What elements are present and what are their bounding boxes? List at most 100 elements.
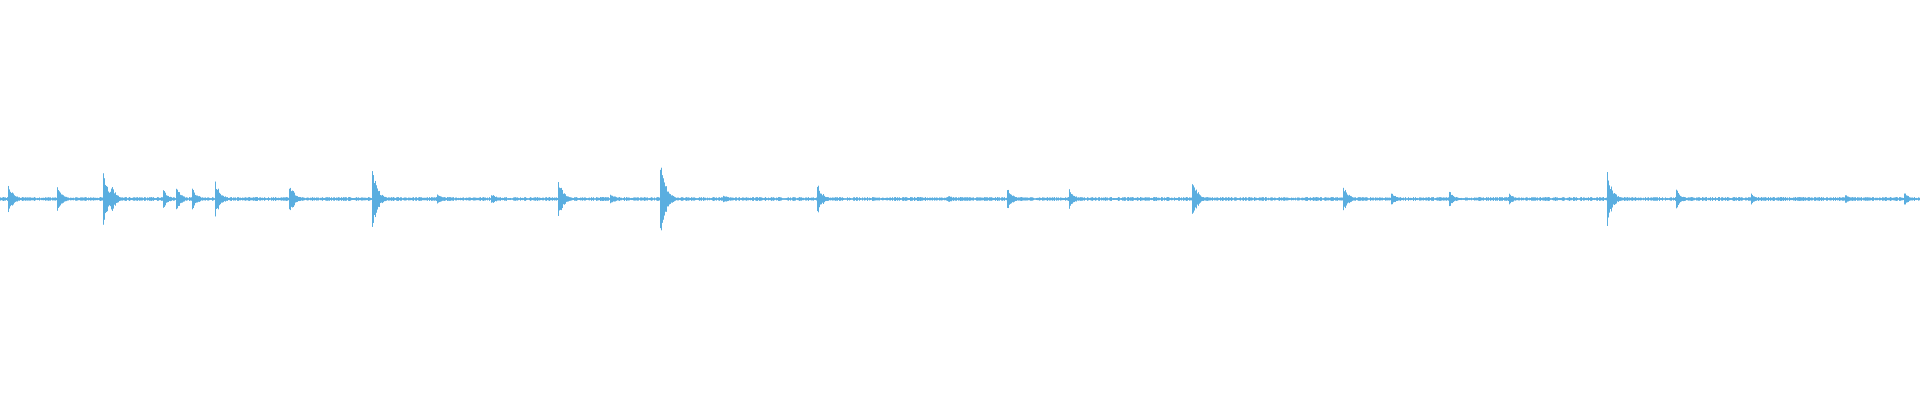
waveform-sample <box>304 197 305 201</box>
waveform-sample <box>1569 197 1570 201</box>
waveform-sample <box>777 197 778 201</box>
waveform-sample <box>1451 194 1452 204</box>
waveform-sample <box>1510 194 1511 204</box>
waveform-sample <box>1319 197 1320 201</box>
waveform-sample <box>4 197 5 201</box>
waveform-sample <box>816 197 817 201</box>
waveform-sample <box>1656 197 1657 201</box>
waveform-sample <box>1638 197 1639 201</box>
waveform-sample <box>1213 198 1214 200</box>
waveform-sample <box>1402 197 1403 201</box>
waveform-sample <box>1067 197 1068 201</box>
waveform-sample <box>216 189 217 209</box>
waveform-sample <box>1685 197 1686 201</box>
waveform-sample <box>568 196 569 202</box>
waveform-sample <box>221 195 222 203</box>
waveform-sample <box>1329 197 1330 201</box>
waveform-sample <box>678 197 679 201</box>
waveform-sample <box>47 197 48 201</box>
waveform-sample <box>76 197 77 201</box>
waveform-sample <box>514 197 515 201</box>
waveform-sample <box>544 198 545 200</box>
waveform-sample <box>24 197 25 201</box>
waveform-sample <box>1446 197 1447 201</box>
waveform-sample <box>1434 198 1435 200</box>
waveform-sample <box>1222 197 1223 201</box>
waveform-sample <box>1511 196 1512 202</box>
waveform-sample <box>1302 197 1303 201</box>
waveform-sample <box>1269 198 1270 200</box>
waveform-sample <box>1235 197 1236 201</box>
waveform-sample <box>1004 197 1005 201</box>
waveform-sample <box>1176 197 1177 201</box>
waveform-sample <box>1063 197 1064 201</box>
waveform-sample <box>936 197 937 201</box>
waveform-sample <box>1504 197 1505 201</box>
waveform-sample <box>289 188 290 210</box>
waveform-sample <box>1107 197 1108 201</box>
waveform-sample <box>445 197 446 201</box>
waveform-sample <box>5 197 6 201</box>
waveform-sample <box>151 197 152 201</box>
waveform-sample <box>1591 197 1592 201</box>
waveform-sample <box>853 197 854 201</box>
waveform-sample <box>1906 195 1907 203</box>
waveform-sample <box>1480 197 1481 201</box>
waveform-sample <box>1742 197 1743 201</box>
waveform-sample <box>135 197 136 201</box>
waveform-sample <box>586 197 587 201</box>
waveform-sample <box>585 197 586 201</box>
waveform-sample <box>1394 196 1395 202</box>
waveform-sample <box>86 197 87 201</box>
waveform-sample <box>790 197 791 201</box>
waveform-sample <box>463 197 464 201</box>
waveform-sample <box>739 197 740 201</box>
waveform-sample <box>1695 198 1696 200</box>
waveform-sample <box>1241 198 1242 200</box>
waveform-sample <box>1671 197 1672 201</box>
waveform-sample <box>1905 193 1906 205</box>
waveform-sample <box>590 198 591 200</box>
waveform-sample <box>292 190 293 208</box>
waveform-sample <box>822 195 823 203</box>
waveform-sample <box>1600 197 1601 201</box>
waveform-sample <box>311 197 312 201</box>
waveform-sample <box>1338 197 1339 201</box>
waveform-sample <box>969 197 970 201</box>
waveform-sample <box>442 197 443 201</box>
waveform-sample <box>152 197 153 201</box>
waveform-sample <box>711 198 712 200</box>
waveform-sample <box>1712 197 1713 201</box>
waveform-sample <box>363 197 364 201</box>
waveform-sample <box>645 197 646 201</box>
waveform-sample <box>653 198 654 200</box>
waveform-sample <box>395 198 396 200</box>
waveform-sample <box>823 193 824 205</box>
waveform-sample <box>28 197 29 201</box>
waveform-sample <box>456 197 457 201</box>
waveform-sample <box>1126 198 1127 200</box>
waveform-sample <box>236 198 237 200</box>
waveform-sample <box>1226 197 1227 201</box>
waveform-sample <box>1398 197 1399 201</box>
waveform-sample <box>494 195 495 203</box>
waveform-sample <box>1857 197 1858 201</box>
waveform-sample <box>1916 197 1917 201</box>
waveform-sample <box>623 197 624 201</box>
waveform-sample <box>54 197 55 201</box>
waveform-sample <box>1255 197 1256 201</box>
waveform-sample <box>440 196 441 202</box>
waveform-sample <box>831 197 832 201</box>
waveform-sample <box>1056 197 1057 201</box>
waveform-sample <box>1080 197 1081 201</box>
waveform-sample <box>1505 197 1506 201</box>
waveform-sample <box>425 197 426 201</box>
waveform-sample <box>529 197 530 201</box>
waveform-sample <box>1062 197 1063 201</box>
waveform-sample <box>15 196 16 202</box>
waveform-sample <box>752 197 753 201</box>
waveform-sample <box>1668 198 1669 200</box>
waveform-sample <box>1548 197 1549 201</box>
